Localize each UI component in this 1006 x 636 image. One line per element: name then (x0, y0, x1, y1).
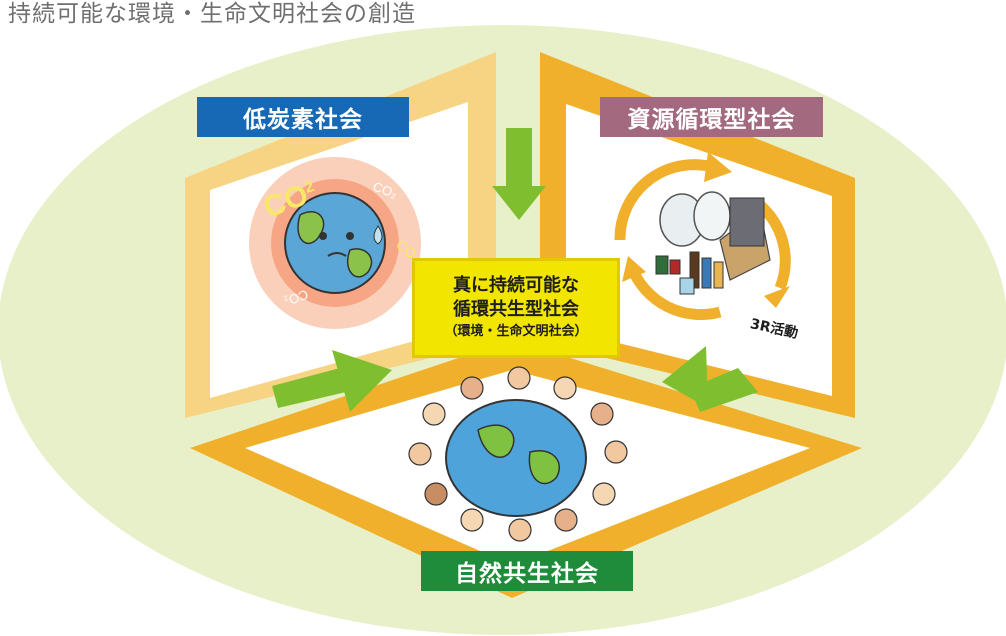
page-title: 持続可能な環境・生命文明社会の創造 (8, 1, 416, 27)
center-line-1: 真に持続可能な (453, 275, 579, 296)
arrow-right-icon (272, 350, 392, 412)
earth-co2-illustration (249, 157, 421, 329)
nature-label: 自然共生社会 (421, 551, 633, 591)
bottles-cans-icon (655, 251, 724, 295)
paper-stack-icon (719, 197, 771, 281)
center-line-3: （環境・生命文明社会） (444, 324, 588, 339)
center-line-2: 循環共生型社会 (453, 299, 579, 320)
arrow-down-icon (492, 128, 546, 220)
children-ring (408, 366, 628, 542)
trash-bag-icon (693, 191, 731, 241)
recycling-label: 資源循環型社会 (600, 97, 823, 137)
earth-children-illustration (408, 366, 628, 542)
recycle-illustration (614, 152, 791, 321)
arrow-left-icon (662, 346, 758, 412)
center-box: 真に持続可能な 循環共生型社会 （環境・生命文明社会） (412, 258, 620, 358)
low-carbon-label: 低炭素社会 (197, 97, 409, 137)
